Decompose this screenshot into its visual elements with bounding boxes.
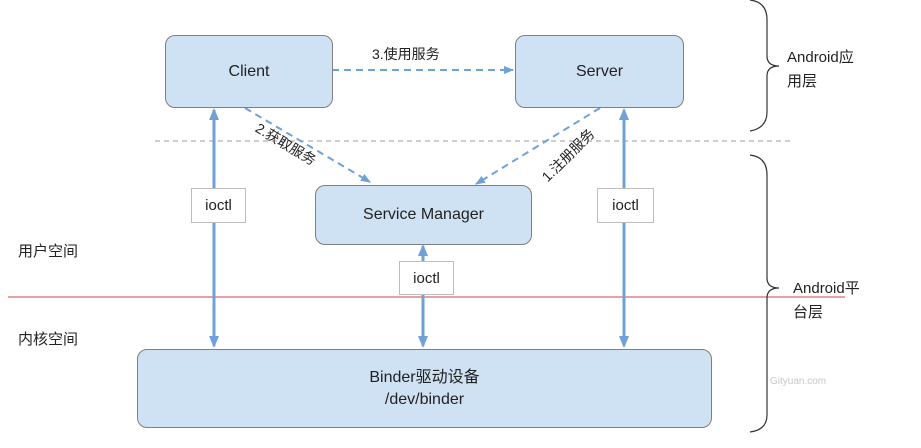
kernel-space-label: 内核空间: [18, 331, 79, 348]
platform-layer-bracket: [749, 154, 780, 433]
ioctl-left-label: ioctl: [191, 188, 246, 223]
register-service-arrow: [475, 107, 601, 185]
app-layer-label-line2: 用层: [787, 73, 818, 90]
binder-driver-label: Binder驱动设备: [369, 368, 480, 386]
client-label: Client: [228, 62, 270, 80]
ioctl-middle-label: ioctl: [399, 261, 454, 295]
binder-device-path: /dev/binder: [384, 390, 465, 408]
platform-layer-label-line1: Android平: [793, 280, 860, 297]
app-layer-label: Android应 用层: [787, 46, 854, 94]
app-layer-label-line1: Android应: [787, 49, 854, 66]
platform-layer-label-line2: 台层: [793, 304, 824, 321]
use-service-label: 3.使用服务: [372, 46, 440, 62]
watermark: Gityuan.com: [770, 376, 827, 387]
app-layer-bracket: [749, 0, 780, 132]
service-manager-label: Service Manager: [363, 206, 484, 223]
client-node: Client: [165, 35, 333, 108]
platform-layer-label: Android平 台层: [793, 277, 860, 325]
ioctl-right-label: ioctl: [597, 188, 654, 223]
user-space-label: 用户空间: [18, 243, 79, 260]
server-label: Server: [575, 62, 624, 80]
binder-driver-node: Binder驱动设备 /dev/binder: [137, 349, 712, 428]
get-service-arrow: [244, 107, 371, 183]
server-node: Server: [515, 35, 684, 108]
service-manager-node: Service Manager: [315, 185, 532, 245]
